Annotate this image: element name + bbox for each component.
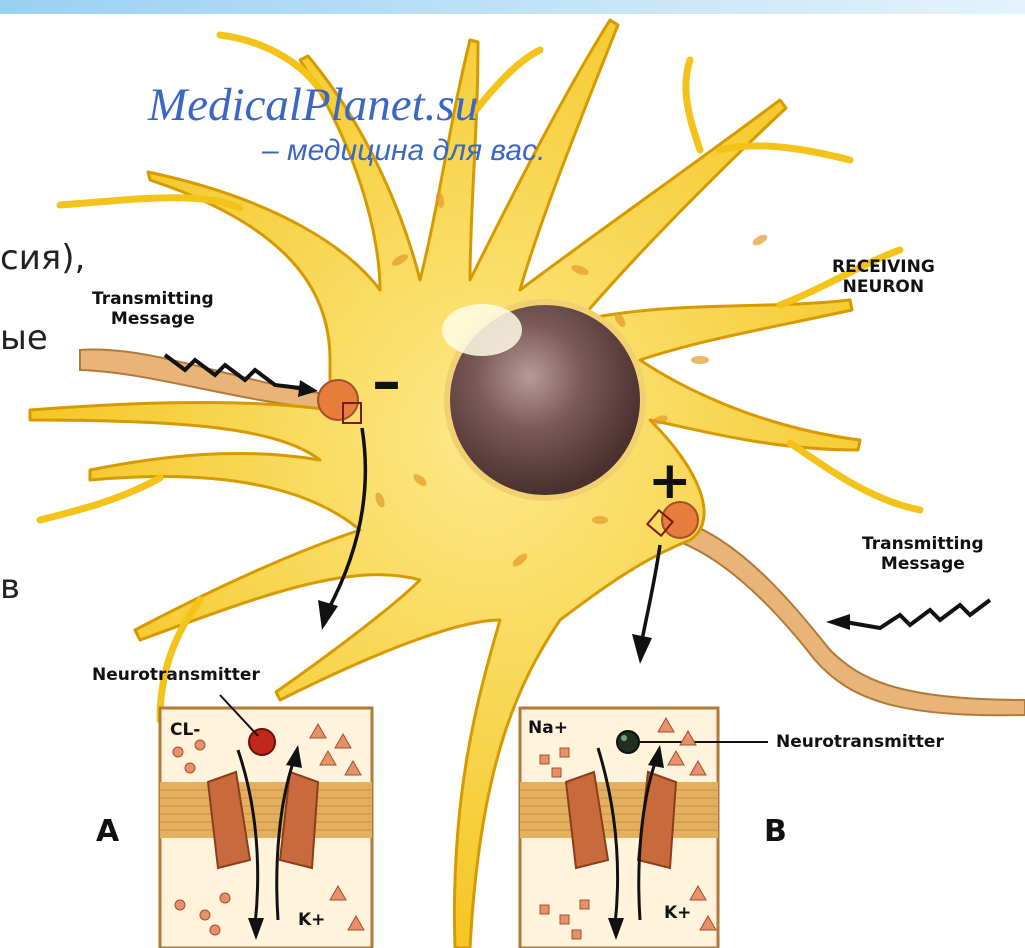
neurotransmitter-label-b: Neurotransmitter [776, 733, 944, 753]
panel-a-letter: A [96, 814, 119, 849]
slide-text-fragment-1: сия), [0, 238, 85, 278]
watermark-tagline: – медицина для вас. [262, 134, 545, 168]
synapse-terminal-left [318, 380, 358, 420]
nucleus-highlight [442, 304, 522, 356]
slide-text-fragment-2: ые [0, 318, 48, 358]
watermark-site: MedicalPlanet.su [148, 78, 478, 132]
transmitting-message-left-label: Transmitting Message [92, 290, 214, 329]
panel-a-ion-k: K+ [298, 910, 325, 930]
zigzag-arrow-right [845, 600, 990, 628]
transmitting-message-right-label: Transmitting Message [862, 535, 984, 574]
slide-text-fragment-3: в [0, 567, 20, 607]
panel-b-ion-na: Na+ [528, 718, 568, 738]
panel-b-graphic [520, 708, 768, 948]
minus-sign: – [372, 352, 401, 410]
receiving-neuron-label: RECEIVING NEURON [832, 258, 935, 297]
panel-a-ion-cl: CL- [170, 720, 200, 740]
panel-b-ion-k: K+ [664, 903, 691, 923]
plus-sign: + [648, 455, 692, 507]
incoming-axon-left [80, 350, 330, 410]
panel-b-letter: B [764, 814, 787, 849]
neurotransmitter-label-a: Neurotransmitter [92, 666, 260, 686]
